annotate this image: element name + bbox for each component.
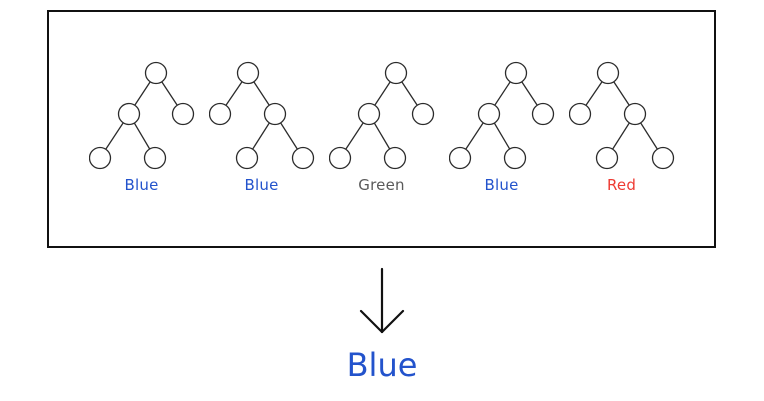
tree-diagram [328,61,434,170]
tree-node [357,102,380,126]
tree-node [117,102,140,126]
tree-row: Blue Blue Green Blue Red [49,52,714,194]
tree-node [411,102,434,126]
tree-node [503,146,526,170]
tree-diagram [448,61,554,170]
tree-node [596,61,619,85]
arrow-down-svg [359,267,405,334]
tree-node [531,102,554,126]
decision-tree: Red [568,52,675,194]
tree-node [235,146,258,170]
tree-node [143,146,166,170]
decision-tree: Blue [88,52,195,194]
tree-node [504,61,527,85]
tree-node [383,146,406,170]
tree-node [568,102,591,126]
decision-tree: Green [328,52,435,194]
result-label: Blue [346,346,418,384]
tree-node [291,146,314,170]
tree-diagram [568,61,674,170]
tree-node [384,61,407,85]
tree-node [328,146,351,170]
arrow-down-icon [0,266,764,336]
tree-node [171,102,194,126]
tree-node [236,61,259,85]
tree-diagram [208,61,314,170]
decision-tree: Blue [448,52,555,194]
tree-vote-label: Blue [484,176,519,194]
tree-vote-label: Blue [244,176,279,194]
tree-node [448,146,471,170]
tree-node [208,102,231,126]
tree-node [88,146,111,170]
tree-node [595,146,618,170]
trees-panel: Blue Blue Green Blue Red [47,10,716,248]
tree-node [263,102,286,126]
decision-tree: Blue [208,52,315,194]
tree-node [651,146,674,170]
tree-node [144,61,167,85]
tree-vote-label: Red [606,176,637,194]
tree-node [623,102,646,126]
tree-vote-label: Green [358,176,405,194]
tree-vote-label: Blue [124,176,159,194]
tree-node [477,102,500,126]
tree-diagram [88,61,194,170]
